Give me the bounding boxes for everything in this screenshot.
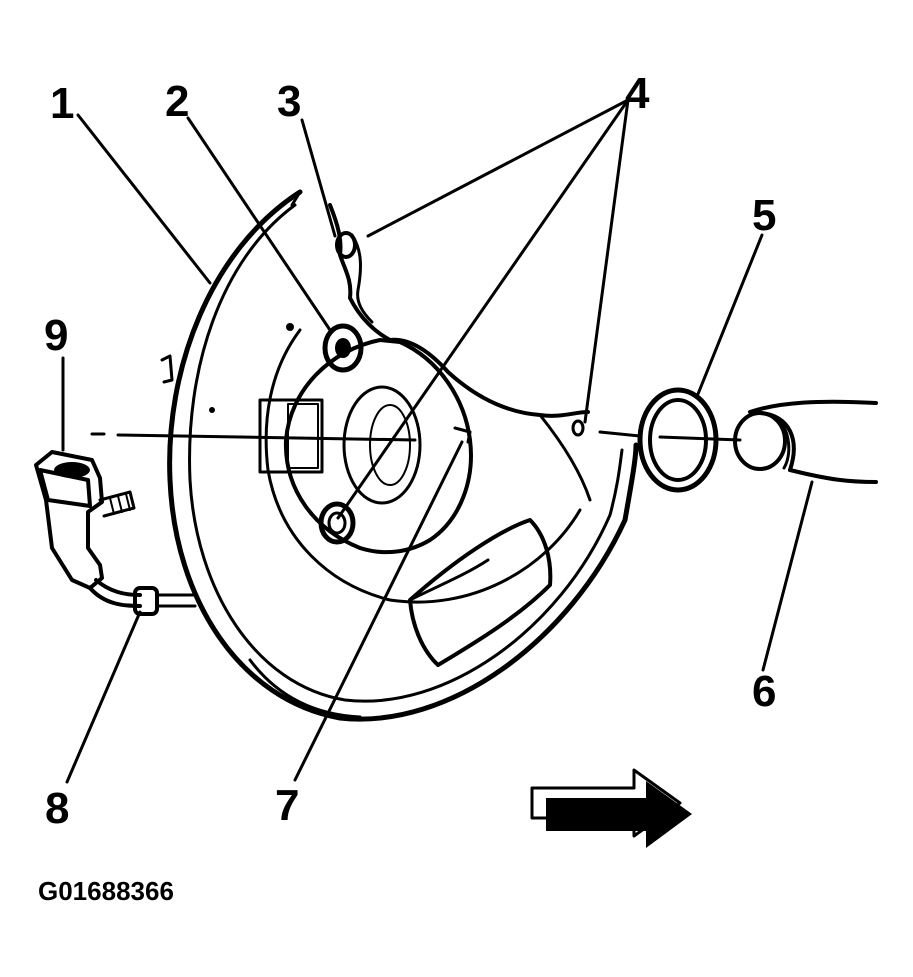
figure-id: G01688366 (38, 876, 174, 906)
callout-6: 6 (752, 667, 776, 716)
callout-7: 7 (275, 781, 299, 830)
direction-arrow (530, 768, 692, 848)
leader-lines (61, 98, 814, 784)
callout-1: 1 (50, 79, 74, 128)
lower-bolt (318, 501, 356, 545)
axle-shaft (733, 399, 878, 484)
callout-2: 2 (165, 77, 189, 126)
centre-axis (90, 430, 742, 442)
side-bolt (571, 419, 585, 437)
wheel-speed-sensor (34, 450, 197, 616)
plate-hole (209, 407, 215, 413)
upper-bolt (322, 323, 364, 373)
top-bolt (335, 231, 357, 259)
callout-3: 3 (277, 77, 301, 126)
callout-8: 8 (45, 784, 69, 833)
backing-plate (160, 189, 639, 722)
callout-9: 9 (44, 311, 68, 360)
plate-hole (286, 323, 294, 331)
callout-5: 5 (752, 191, 776, 240)
callout-4: 4 (625, 69, 650, 118)
